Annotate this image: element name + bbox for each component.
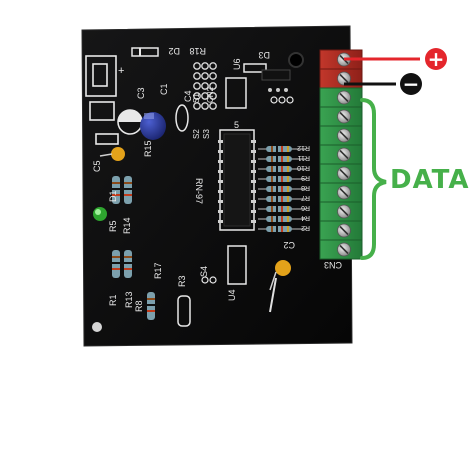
silk-c2: C2 [283, 240, 295, 250]
switch-s4-pads [201, 276, 217, 284]
data-brace [360, 98, 387, 260]
silk-bank-resistor-label: R6 [301, 204, 310, 211]
silk-u4: U4 [227, 289, 237, 301]
silk-r1: R1 [108, 294, 118, 306]
silk-r8: R8 [134, 300, 144, 312]
silk-d1: D1 [108, 190, 118, 202]
power-connector-footprint [85, 55, 119, 145]
terminal-block [319, 49, 363, 260]
silk-bank-resistor-label: R12 [297, 144, 310, 151]
mounting-hole [92, 322, 102, 332]
silk-u6: U6 [232, 58, 242, 70]
bank-resistor: R4 [258, 214, 310, 222]
resistor-r13 [124, 250, 132, 278]
bank-resistor: R2 [258, 224, 310, 232]
data-terminal [319, 201, 363, 222]
bank-resistor: R8 [258, 184, 310, 192]
ic-u4-footprint [227, 245, 247, 285]
negative-symbol: − [403, 72, 420, 96]
data-terminal [319, 220, 363, 241]
bank-resistor: R10 [258, 164, 310, 172]
silk-bank-resistor-label: R8 [301, 184, 310, 191]
silk-r3: R3 [177, 275, 187, 287]
transistor [261, 69, 291, 92]
ceramic-capacitor-c2 [269, 260, 291, 313]
ic-main [218, 129, 256, 231]
resistor-r17 [147, 292, 155, 320]
ic-u6-footprint [225, 77, 247, 109]
diode-d3 [243, 63, 267, 73]
power-annotations: + − [344, 47, 447, 96]
data-terminal [319, 182, 363, 203]
silk-r18: R18 [189, 46, 206, 56]
silk-model-rn97: RN-97 [194, 178, 204, 204]
silk-r14: R14 [122, 217, 132, 234]
silkscreen-labels: D2 R18 D3 U6 + C3 C1 C4 S1 CN2 S2 S3 R15… [92, 46, 342, 312]
resistor-r5 [112, 176, 120, 204]
silk-bank-resistor-label: R7 [301, 194, 310, 201]
silk-pin5: 5 [234, 120, 239, 130]
silk-s2: S2 [192, 129, 201, 139]
bank-resistor: R11 [258, 154, 310, 162]
silk-cn2: CN2 [206, 86, 215, 103]
silk-bank-resistor-label: R11 [298, 154, 310, 161]
capacitor-c4-outline [175, 104, 189, 132]
data-terminal [319, 163, 363, 184]
resistor-r3-footprint [177, 295, 191, 327]
silk-c3: C3 [136, 87, 146, 99]
silk-r17: R17 [153, 262, 163, 279]
resistor-r14 [124, 176, 132, 204]
silk-bank-resistor-label: R4 [301, 214, 310, 221]
pin-header-cn2 [193, 62, 217, 110]
bank-resistor: R6 [258, 204, 310, 212]
data-terminal [319, 87, 363, 108]
data-terminal [319, 125, 363, 146]
bank-resistor: R12 [258, 144, 310, 152]
silk-bank-resistor-label: R2 [301, 224, 310, 231]
led-d1 [93, 207, 107, 221]
silk-bank-resistor-label: R10 [297, 164, 310, 171]
data-terminal [319, 239, 363, 260]
negative-symbol-circle [400, 73, 422, 95]
bank-resistor: R7 [258, 194, 310, 202]
silk-c1: C1 [159, 83, 169, 95]
silk-c5: C5 [92, 160, 102, 172]
silk-s3: S3 [202, 129, 211, 139]
capacitor-c1-blue [140, 112, 166, 140]
silk-s4: S4 [199, 266, 209, 277]
silk-bank-resistor-label: R9 [301, 174, 310, 181]
silk-plus-mark: + [118, 65, 124, 77]
ceramic-capacitor-c5 [99, 147, 125, 161]
silk-d3: D3 [258, 50, 270, 60]
data-terminal [319, 106, 363, 127]
data-label: DATA [390, 165, 470, 195]
bank-resistor: R9 [258, 174, 310, 182]
silk-cn3: CN3 [324, 260, 342, 270]
diode-d2 [131, 47, 159, 57]
silk-r5: R5 [108, 220, 118, 232]
resistor-r1 [112, 250, 120, 278]
positive-symbol: + [428, 47, 445, 71]
silk-s1: S1 [192, 93, 201, 103]
pad-row [270, 96, 294, 104]
silk-r15: R15 [143, 140, 153, 157]
data-terminal [319, 144, 363, 165]
positive-symbol-circle [425, 48, 447, 70]
silk-c4: C4 [183, 90, 193, 102]
silk-r13: R13 [124, 291, 134, 308]
silk-d2: D2 [168, 46, 180, 56]
mounting-hole [288, 52, 304, 68]
